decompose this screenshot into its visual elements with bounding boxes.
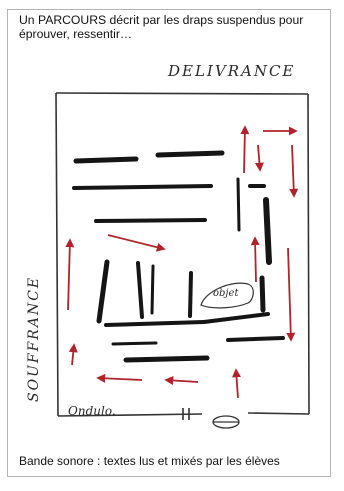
entrance-symbol	[212, 415, 240, 429]
label-souffrance: SOUFFRANCE	[26, 276, 42, 402]
label-delivrance: DELIVRANCE	[167, 62, 295, 80]
hanging-sheets	[72, 150, 285, 363]
label-ondulo: Ondulo.	[68, 404, 116, 418]
label-objet: objet	[213, 288, 239, 299]
path-arrows	[65, 125, 299, 399]
document-figure: Un PARCOURS décrit par les draps suspend…	[7, 9, 331, 477]
room-outline	[55, 92, 310, 420]
figure-caption-top: Un PARCOURS décrit par les draps suspend…	[19, 13, 304, 41]
figure-caption-bottom: Bande sonore : textes lus et mixés par l…	[19, 454, 280, 468]
course-sketch: DELIVRANCE SOUFFRANCE objet Ondulo.	[26, 62, 310, 429]
object-shape	[200, 282, 254, 309]
